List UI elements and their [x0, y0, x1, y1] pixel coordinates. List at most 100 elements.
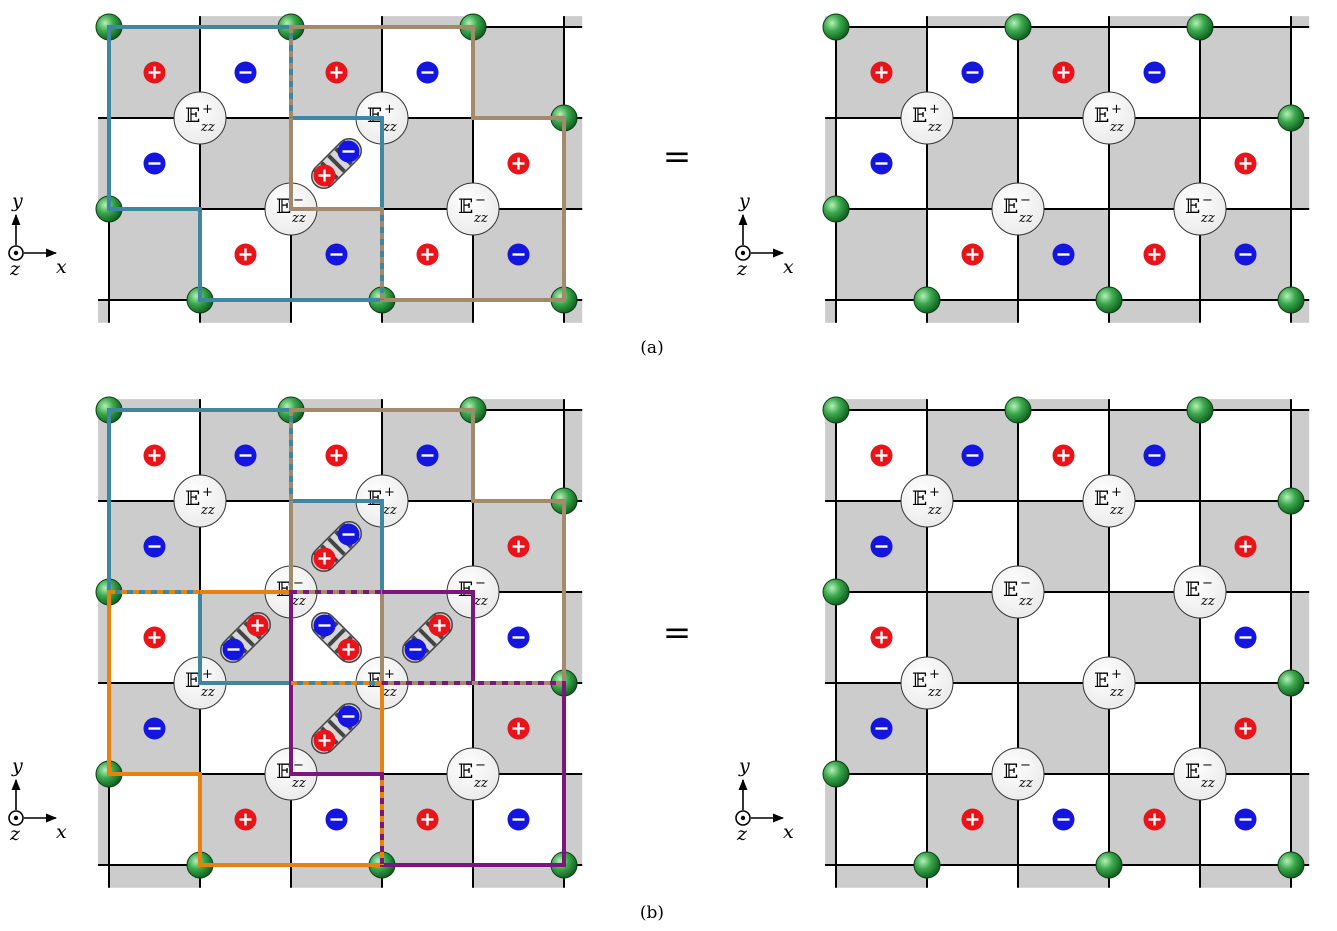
- green-site: [913, 851, 941, 879]
- operator-letter: 𝔼: [912, 486, 927, 510]
- z-axis-dot: [13, 815, 19, 821]
- gray-cell: [1291, 300, 1310, 323]
- E-zz-plus: 𝔼+zz: [900, 656, 954, 710]
- gray-cell: [200, 300, 291, 323]
- z-axis-label: z: [9, 823, 21, 845]
- E-zz-minus: 𝔼−zz: [991, 747, 1045, 801]
- gray-cell: [109, 865, 200, 888]
- capsule-stripe: [327, 628, 346, 647]
- operator-letter: 𝔼: [276, 577, 291, 601]
- green-site: [822, 760, 850, 788]
- operator-letter: 𝔼: [912, 668, 927, 692]
- operator-disc: [991, 747, 1045, 801]
- operator-disc: [991, 182, 1045, 236]
- gray-cell: [98, 592, 109, 683]
- operator-disc: [446, 747, 500, 801]
- z-axis-label: z: [9, 258, 21, 280]
- z-axis-label: z: [736, 258, 748, 280]
- gray-cell: [1018, 865, 1109, 888]
- green-site: [1004, 13, 1032, 41]
- operator-sign: +: [929, 102, 940, 117]
- operator-disc: [900, 656, 954, 710]
- operator-sign: −: [293, 758, 304, 773]
- operator-subscript: zz: [382, 685, 397, 700]
- operator-disc: [173, 474, 227, 528]
- E-zz-plus: 𝔼+zz: [173, 91, 227, 145]
- gray-cell: [825, 16, 836, 27]
- green-site: [822, 195, 850, 223]
- purple-boundary-box: [289, 590, 566, 867]
- operator-disc: [446, 182, 500, 236]
- operator-subscript: zz: [291, 594, 306, 609]
- operator-disc: [900, 474, 954, 528]
- gray-cell: [98, 410, 109, 501]
- operator-letter: 𝔼: [1185, 759, 1200, 783]
- gray-cell: [825, 118, 836, 209]
- E-zz-minus: 𝔼−zz: [991, 565, 1045, 619]
- operator-disc: [991, 565, 1045, 619]
- gray-cell: [382, 16, 473, 27]
- gray-cell: [825, 592, 836, 683]
- gray-cell: [825, 774, 836, 865]
- gray-cell: [836, 865, 927, 888]
- operator-disc: [173, 91, 227, 145]
- operator-sign: +: [202, 667, 213, 682]
- operator-disc: [1082, 474, 1136, 528]
- gray-cell: [473, 865, 564, 888]
- gray-cell: [382, 300, 473, 323]
- operator-letter: 𝔼: [185, 103, 200, 127]
- gray-cell: [1200, 27, 1291, 118]
- gray-cell: [109, 399, 200, 410]
- operator-letter: 𝔼: [1185, 194, 1200, 218]
- operator-subscript: zz: [473, 211, 488, 226]
- green-site: [1277, 286, 1305, 314]
- gray-cell: [564, 118, 583, 209]
- gray-cell: [1291, 410, 1310, 501]
- operator-subscript: zz: [1018, 776, 1033, 791]
- x-axis-label: x: [56, 821, 67, 843]
- gray-cell: [564, 774, 583, 865]
- gray-cell: [1291, 774, 1310, 865]
- x-axis-label: x: [783, 256, 794, 278]
- operator-subscript: zz: [473, 776, 488, 791]
- operator-subscript: zz: [1018, 211, 1033, 226]
- gray-cell: [98, 118, 109, 209]
- gray-cell: [98, 774, 109, 865]
- operator-subscript: zz: [1109, 120, 1124, 135]
- gray-cell: [1018, 399, 1109, 410]
- E-zz-minus: 𝔼−zz: [1173, 747, 1227, 801]
- operator-subscript: zz: [927, 503, 942, 518]
- operator-subscript: zz: [382, 120, 397, 135]
- E-zz-minus: 𝔼−zz: [1173, 565, 1227, 619]
- E-zz-plus: 𝔼+zz: [1082, 656, 1136, 710]
- operator-disc: [900, 91, 954, 145]
- gray-cell: [1291, 592, 1310, 683]
- checkerboard: [825, 16, 1310, 323]
- operator-sign: +: [1111, 102, 1122, 117]
- gray-cell: [564, 16, 583, 27]
- operator-sign: −: [1202, 576, 1213, 591]
- y-axis-label: y: [738, 190, 750, 212]
- x-axis-label: x: [783, 821, 794, 843]
- tan-boundary-box: [289, 25, 566, 302]
- operator-subscript: zz: [291, 776, 306, 791]
- caption-b: (b): [640, 903, 664, 923]
- operator-sign: +: [384, 667, 395, 682]
- gray-cell: [836, 399, 927, 410]
- operator-subscript: zz: [200, 685, 215, 700]
- operator-subscript: zz: [1018, 594, 1033, 609]
- operator-sign: −: [1020, 758, 1031, 773]
- gray-cell: [1200, 399, 1291, 410]
- operator-letter: 𝔼: [367, 486, 382, 510]
- z-axis-dot: [740, 250, 746, 256]
- operator-sign: +: [1111, 485, 1122, 500]
- operator-disc: [1173, 747, 1227, 801]
- equals-sign-a: =: [663, 137, 692, 177]
- checkerboard: [98, 16, 583, 323]
- green-site: [1186, 13, 1214, 41]
- green-site: [1004, 396, 1032, 424]
- green-site: [913, 286, 941, 314]
- z-axis-label: z: [736, 823, 748, 845]
- operator-letter: 𝔼: [185, 486, 200, 510]
